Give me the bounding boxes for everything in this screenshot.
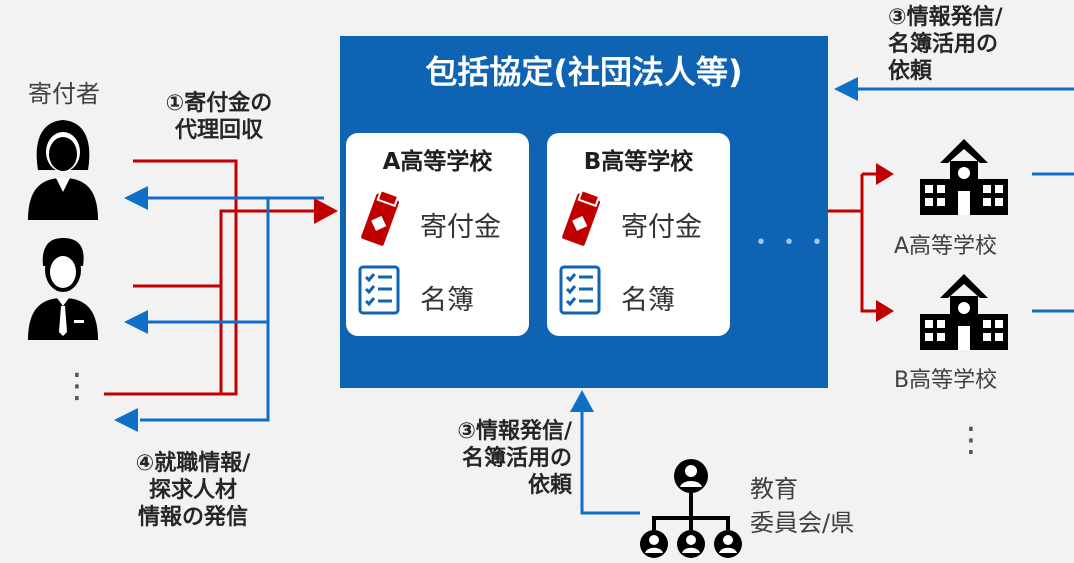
checklist-icon xyxy=(358,265,400,315)
person-female-icon xyxy=(28,120,98,220)
blue-arrowhead-donor-2 xyxy=(124,310,148,334)
checklist-icon xyxy=(559,265,601,315)
label-request-bottom: ③情報発信/ 名簿活用の 依頼 xyxy=(457,419,572,498)
school-b-name: B高等学校 xyxy=(894,368,998,393)
card-b-title: B高等学校 xyxy=(583,149,694,175)
blue-info-lines xyxy=(140,196,324,422)
blue-arrowhead-donor-3 xyxy=(114,408,138,432)
card-a-title: A高等学校 xyxy=(382,149,493,175)
org-title: 包括協定(社団法人等) xyxy=(425,53,743,91)
red-arrowhead-org xyxy=(314,198,338,224)
label-request-top: ③情報発信/ 名簿活用の 依頼 xyxy=(888,5,1003,84)
school-a-name: A高等学校 xyxy=(894,234,998,259)
board-label: 教育 委員会/県 xyxy=(750,475,855,537)
donation-envelope-icon xyxy=(361,190,400,246)
person-male-icon xyxy=(28,238,98,340)
blue-arrowhead-board xyxy=(570,390,594,412)
label-job-info: ④就職情報/ 探求人材 情報の発信 xyxy=(135,451,251,530)
school-icon xyxy=(920,139,1008,215)
card-b-roster-label: 名簿 xyxy=(621,285,675,316)
blue-arrowhead-org-right xyxy=(834,77,858,101)
donation-envelope-icon xyxy=(562,190,601,246)
more-schools-ellipsis: ・・・ xyxy=(748,228,833,258)
donors-label: 寄付者 xyxy=(28,80,100,108)
school-icon xyxy=(920,274,1008,350)
card-a-donation-label: 寄付金 xyxy=(420,212,501,243)
red-school-lines xyxy=(828,172,878,313)
label-collect: ①寄付金の 代理回収 xyxy=(165,91,273,143)
card-a-roster-label: 名簿 xyxy=(420,285,474,316)
red-donation-lines xyxy=(104,159,320,396)
card-b-donation-label: 寄付金 xyxy=(621,212,702,243)
blue-arrowhead-donor-1 xyxy=(124,186,148,210)
schools-more-ellipsis: ⋮ xyxy=(954,420,988,460)
red-arrowhead-school-a xyxy=(876,163,894,185)
red-arrowhead-school-b xyxy=(876,300,894,322)
org-chart-icon xyxy=(640,459,742,558)
donors-more-ellipsis: ⋮ xyxy=(60,366,94,406)
